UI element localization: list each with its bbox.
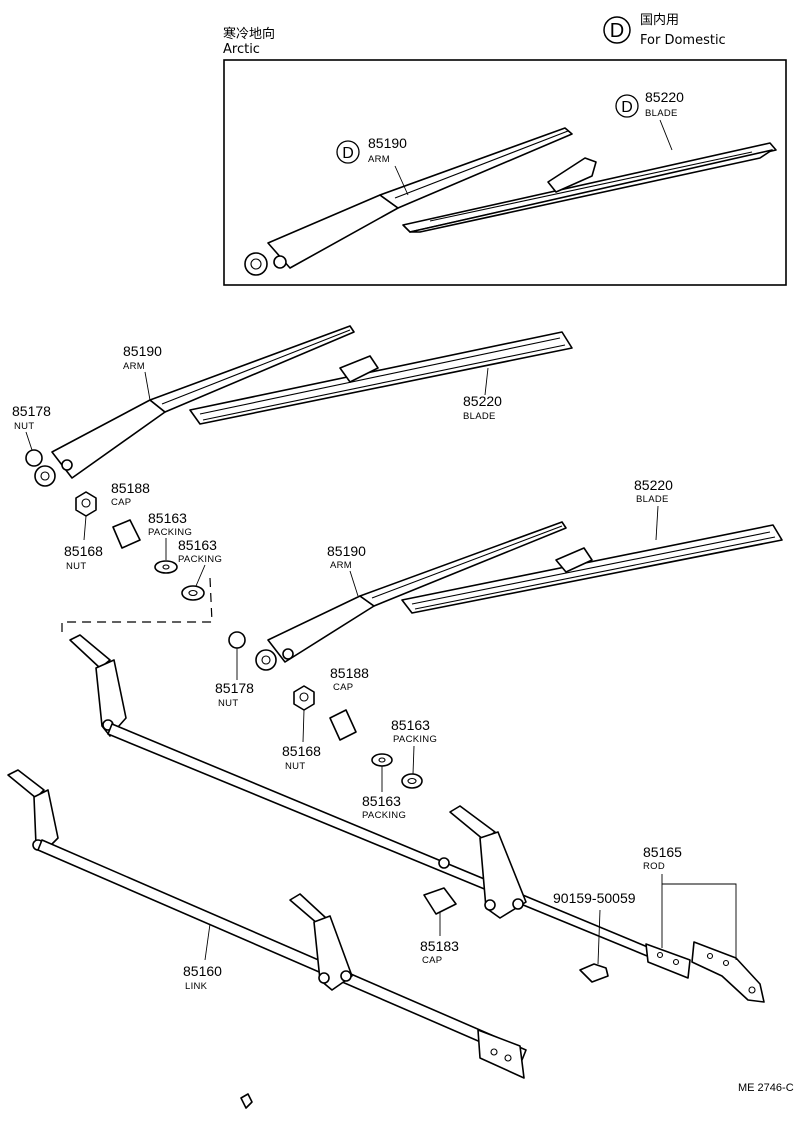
nut-85168-1-shape: [75, 491, 97, 517]
inset-arm-symbol: D: [342, 145, 354, 162]
corner-mark: [240, 1093, 253, 1109]
pivot-center-right: [438, 805, 527, 919]
inset-wiper-blade: [402, 142, 777, 233]
nut-85168-2-shape: [293, 685, 315, 711]
pivot-center-lower: [289, 893, 353, 991]
cap-85188-2-callout: 85188 CAP: [330, 665, 369, 693]
bolt-number: 90159-50059: [553, 890, 636, 906]
domestic-en-label: For Domestic: [640, 33, 726, 48]
pivot-lower-left: [7, 769, 59, 853]
wiper-blade-1: [189, 331, 573, 425]
cap-85183-name: CAP: [422, 955, 442, 966]
arctic-inset-box: [223, 59, 787, 286]
nut-85168-1-name: NUT: [66, 561, 86, 572]
reference-dashed-line: [61, 577, 213, 638]
wiper-arm-2: [255, 521, 567, 671]
cap-85188-2-shape: [329, 709, 357, 741]
inset-blade-callout: D 85220 BLADE: [615, 89, 684, 151]
link-number: 85160: [183, 963, 222, 979]
nut-85178-2-number: 85178: [215, 680, 254, 696]
pivot-upper-left: [69, 634, 127, 737]
inset-wiper-arm: [244, 127, 573, 276]
domestic-symbol: D: [610, 20, 624, 42]
link-name: LINK: [185, 981, 208, 992]
blade-1-callout: 85220 BLADE: [463, 367, 502, 422]
packing-85163-2b-shape: [401, 773, 423, 789]
blade-2-name: BLADE: [636, 494, 669, 505]
inset-arm-callout: D 85190 ARM: [336, 135, 409, 196]
packing-85163-1a-shape: [154, 560, 178, 574]
nut-85168-2-number: 85168: [282, 743, 321, 759]
nut-85168-2-name: NUT: [285, 761, 305, 772]
wiper-arm-1: [34, 325, 355, 487]
wiper-blade-2: [401, 524, 783, 614]
packing-85163-1b-number: 85163: [178, 537, 217, 553]
cap-85183-number: 85183: [420, 938, 459, 954]
cap-85183-callout: 85183 CAP: [420, 912, 459, 966]
domestic-jp-label: 国内用: [640, 12, 679, 28]
inset-arm-number: 85190: [368, 135, 407, 151]
packing-85163-1a-name: PACKING: [148, 527, 192, 538]
packing-85163-2a-callout: 85163 PACKING: [391, 717, 437, 775]
packing-85163-2b-callout: 85163 PACKING: [362, 766, 406, 821]
nut-85178-1-callout: 85178 NUT: [12, 403, 51, 451]
arm-2-callout: 85190 ARM: [327, 543, 366, 597]
nut-85178-1-shape: [25, 449, 43, 467]
packing-85163-1b-callout: 85163 PACKING: [178, 537, 222, 587]
rod-85165-shape: [107, 723, 691, 979]
blade-1-name: BLADE: [463, 411, 496, 422]
arm-2-number: 85190: [327, 543, 366, 559]
cap-85183-shape: [423, 887, 457, 915]
arm-1-callout: 85190 ARM: [123, 343, 162, 401]
domestic-legend: D 国内用 For Domestic: [603, 12, 726, 48]
link-callout: 85160 LINK: [183, 923, 222, 992]
rod-clip-shape: [691, 941, 765, 1003]
cap-85188-2-name: CAP: [333, 682, 353, 693]
packing-85163-2b-name: PACKING: [362, 810, 406, 821]
packing-85163-1b-name: PACKING: [178, 554, 222, 565]
inset-blade-number: 85220: [645, 89, 684, 105]
cap-85188-1-shape: [112, 519, 141, 549]
nut-85178-1-number: 85178: [12, 403, 51, 419]
packing-85163-1a-callout: 85163 PACKING: [148, 510, 192, 560]
arm-1-name: ARM: [123, 361, 145, 372]
packing-85163-2a-shape: [371, 753, 393, 767]
nut-85168-1-number: 85168: [64, 543, 103, 559]
cap-85188-1-name: CAP: [111, 497, 131, 508]
packing-85163-2b-number: 85163: [362, 793, 401, 809]
bolt-90159-shape: [579, 963, 609, 983]
inset-arm-name: ARM: [368, 154, 390, 165]
nut-85168-2-callout: 85168 NUT: [282, 709, 321, 772]
cap-85188-1-number: 85188: [111, 480, 150, 496]
packing-85163-1b-shape: [181, 585, 205, 601]
bolt-callout: 90159-50059: [553, 890, 636, 965]
nut-85168-1-callout: 85168 NUT: [64, 515, 103, 572]
packing-85163-2a-name: PACKING: [393, 734, 437, 745]
cap-85188-2-number: 85188: [330, 665, 369, 681]
nut-85178-2-shape: [228, 631, 246, 649]
diagram-code: ME 2746-C: [738, 1082, 794, 1094]
rod-number: 85165: [643, 844, 682, 860]
arm-2-name: ARM: [330, 560, 352, 571]
arctic-jp-label: 寒冷地向: [223, 26, 275, 42]
link-85160-shape: [37, 839, 527, 1079]
blade-1-number: 85220: [463, 393, 502, 409]
arm-1-number: 85190: [123, 343, 162, 359]
inset-blade-symbol: D: [621, 99, 633, 116]
arctic-en-label: Arctic: [223, 42, 260, 57]
domestic-symbol-circle: [603, 16, 631, 44]
cap-85188-1-callout: 85188 CAP: [111, 480, 150, 508]
blade-2-callout: 85220 BLADE: [634, 477, 673, 541]
blade-2-number: 85220: [634, 477, 673, 493]
inset-blade-name: BLADE: [645, 108, 678, 119]
nut-85178-2-callout: 85178 NUT: [215, 648, 254, 709]
nut-85178-2-name: NUT: [218, 698, 238, 709]
packing-85163-1a-number: 85163: [148, 510, 187, 526]
rod-callout: 85165 ROD: [643, 844, 737, 960]
nut-85178-1-name: NUT: [14, 421, 34, 432]
rod-name: ROD: [643, 861, 665, 872]
packing-85163-2a-number: 85163: [391, 717, 430, 733]
